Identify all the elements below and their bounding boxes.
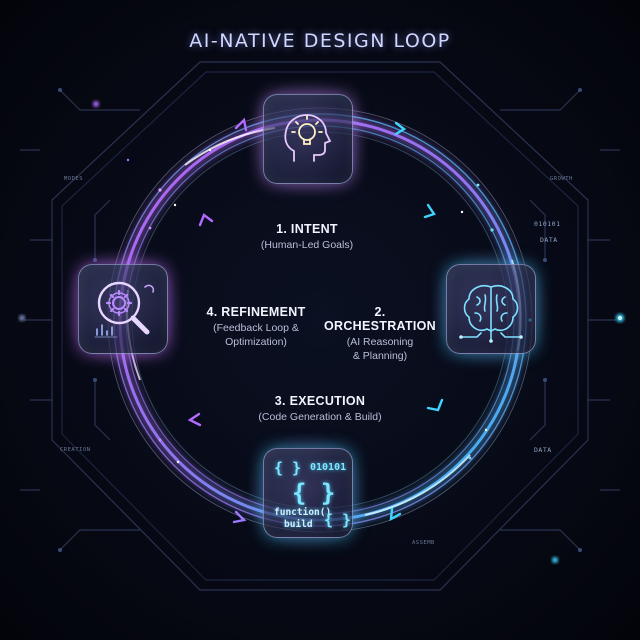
intent-label: 1. INTENT (Human-Led Goals) bbox=[240, 222, 374, 252]
arrow-icon bbox=[394, 121, 407, 136]
orchestration-label: 2. ORCHESTRATION (AI Reasoning & Plannin… bbox=[322, 305, 438, 363]
orchestration-subtitle-line2: & Planning) bbox=[352, 350, 408, 362]
intent-node bbox=[263, 94, 353, 184]
arrow-icon bbox=[232, 510, 247, 524]
intent-heading: 1. INTENT bbox=[276, 222, 338, 236]
refinement-label: 4. REFINEMENT (Feedback Loop & Optimizat… bbox=[198, 305, 314, 349]
background-circuit-frame bbox=[20, 61, 620, 591]
bg-text-right-binary: 010101 bbox=[534, 220, 561, 228]
bg-text-bottom-right: ASSEMB bbox=[412, 540, 435, 546]
refinement-subtitle-line2: Optimization) bbox=[225, 336, 287, 348]
arrow-icon bbox=[187, 412, 202, 427]
small-brace-text: { } bbox=[274, 459, 302, 477]
big-brace-text: { } bbox=[292, 479, 336, 507]
build-text: build bbox=[284, 519, 313, 530]
execution-subtitle: (Code Generation & Build) bbox=[258, 411, 382, 423]
head-lightbulb-icon bbox=[284, 114, 332, 162]
edge-glow-dots bbox=[19, 101, 624, 563]
flow-arrows bbox=[187, 117, 444, 524]
binary-text: 010101 bbox=[310, 462, 347, 473]
gear-magnifier-icon bbox=[94, 281, 155, 338]
bg-text-top-left: MODES bbox=[64, 176, 84, 182]
execution-label: 3. EXECUTION (Code Generation & Build) bbox=[240, 394, 400, 424]
refinement-node bbox=[78, 264, 168, 354]
arrow-icon bbox=[234, 117, 248, 132]
brain-circuit-icon bbox=[459, 284, 523, 343]
arrow-icon bbox=[198, 213, 214, 227]
bg-text-right-bottom-data: DATA bbox=[534, 446, 552, 454]
arrow-icon bbox=[423, 203, 436, 219]
execution-node: { } 010101 { } function() build { } bbox=[263, 448, 353, 538]
bg-text-left-bottom: CREATION bbox=[60, 447, 91, 453]
arrow-icon bbox=[426, 398, 444, 412]
execution-heading: 3. EXECUTION bbox=[274, 394, 366, 408]
orchestration-node bbox=[446, 264, 536, 354]
refinement-heading: 4. REFINEMENT bbox=[206, 305, 306, 319]
diagram-title: AI-NATIVE DESIGN LOOP bbox=[189, 30, 451, 52]
intent-subtitle: (Human-Led Goals) bbox=[260, 239, 354, 251]
orchestration-subtitle-line1: (AI Reasoning bbox=[346, 336, 414, 348]
refinement-subtitle-line1: (Feedback Loop & bbox=[213, 322, 299, 334]
corner-brace-text: { } bbox=[324, 511, 352, 529]
arrow-icon bbox=[389, 507, 402, 522]
bg-text-top-right: GROWTH bbox=[550, 176, 573, 182]
orchestration-heading: 2. ORCHESTRATION bbox=[324, 305, 436, 333]
function-text: function() bbox=[274, 507, 332, 518]
bg-text-right-data: DATA bbox=[540, 236, 558, 244]
